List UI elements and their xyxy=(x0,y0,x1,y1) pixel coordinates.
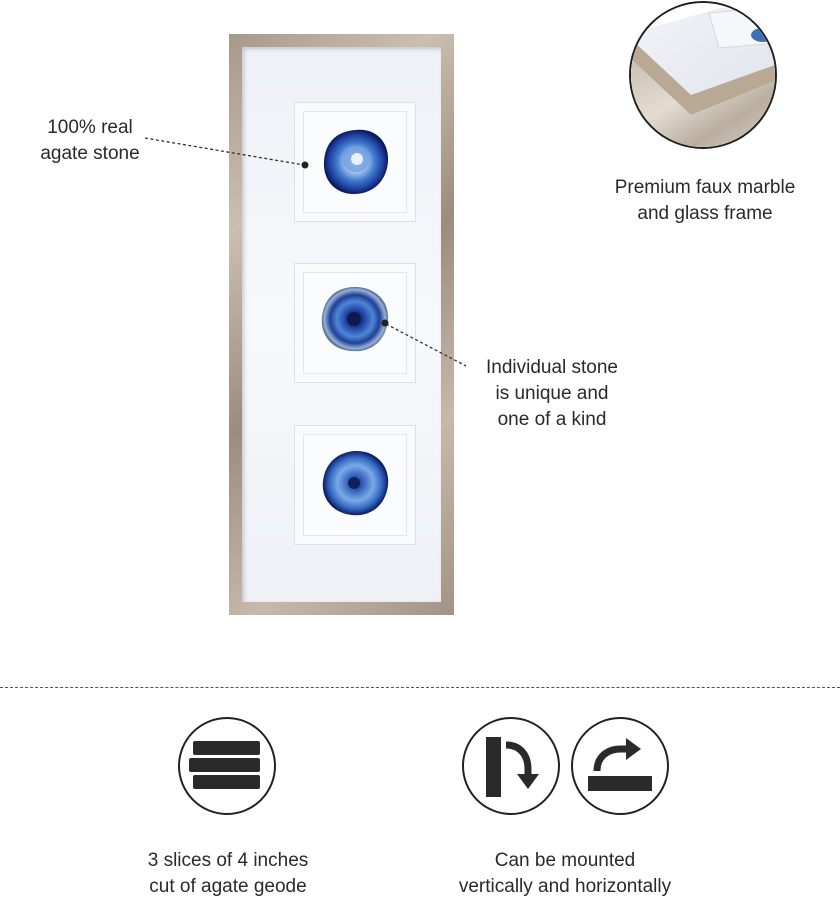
stone-window-top xyxy=(294,102,416,222)
feature-text-line: vertically and horizontally xyxy=(458,876,672,897)
stone-window-bottom xyxy=(294,425,416,545)
agate-stone-3 xyxy=(322,450,389,516)
callout-text-line: 100% real xyxy=(47,117,133,138)
agate-stone-2 xyxy=(321,286,389,352)
agate-stone-1 xyxy=(323,129,389,194)
feature-text-line: Can be mounted xyxy=(494,850,636,871)
section-divider xyxy=(0,687,840,688)
stone-window-middle xyxy=(294,263,416,383)
rotate-vertical-icon xyxy=(462,717,560,815)
feature-mount-text: Can be mounted vertically and horizontal… xyxy=(420,848,710,900)
feature-text-line: 3 slices of 4 inches xyxy=(147,850,309,871)
callout-text-line: Individual stone xyxy=(485,357,619,378)
callout-frame: Premium faux marble and glass frame xyxy=(590,175,820,227)
frame-corner-detail-image xyxy=(629,1,777,149)
callout-text-line: one of a kind xyxy=(497,409,607,430)
feature-text-line: cut of agate geode xyxy=(149,876,307,897)
callout-text-line: and glass frame xyxy=(637,203,773,224)
rotate-horizontal-icon xyxy=(571,717,669,815)
feature-slices-text: 3 slices of 4 inches cut of agate geode xyxy=(108,848,348,900)
stacked-slices-icon xyxy=(178,717,276,815)
callout-real-agate: 100% real agate stone xyxy=(20,115,160,167)
white-mat xyxy=(242,47,441,602)
callout-text-line: Premium faux marble xyxy=(614,177,796,198)
callout-unique-stone: Individual stone is unique and one of a … xyxy=(466,355,638,433)
callout-lines xyxy=(144,137,467,367)
callout-text-line: is unique and xyxy=(495,383,609,404)
callout-text-line: agate stone xyxy=(40,143,140,164)
framed-artwork xyxy=(229,34,454,615)
